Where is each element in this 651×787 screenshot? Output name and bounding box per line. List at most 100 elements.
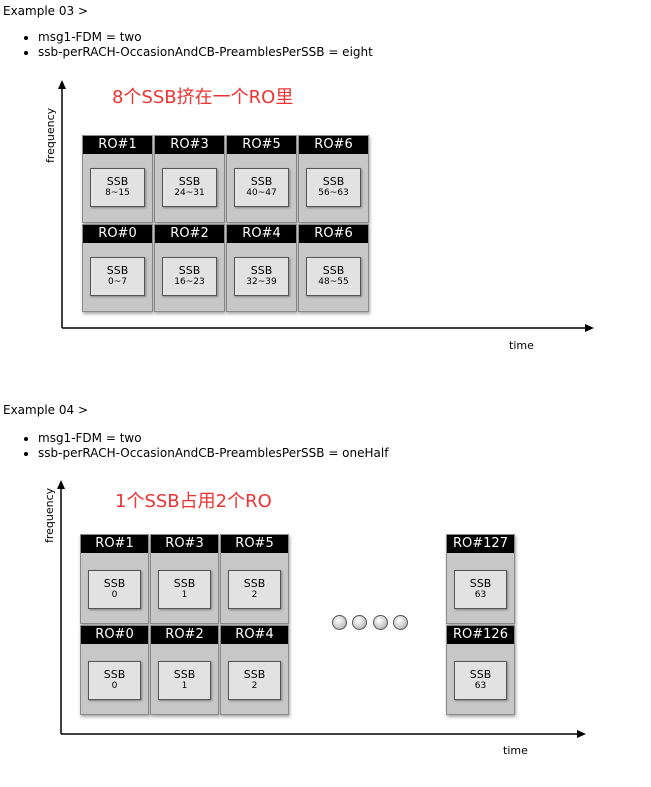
ssb-box: SSB 40~47 (234, 168, 289, 207)
ssb-box: SSB 2 (228, 570, 281, 609)
ro-block: RO#6 SSB 48~55 (298, 224, 369, 312)
ssb-label: SSB (178, 264, 201, 277)
ro-label: RO#5 (227, 136, 296, 154)
ssb-range: 1 (181, 590, 188, 600)
example-04-params: msg1-FDM = two ssb-perRACH-OccasionAndCB… (20, 431, 388, 461)
ro-label: RO#0 (83, 225, 152, 243)
ro-block: RO#2 SSB 1 (150, 625, 219, 715)
x-axis-arrow (585, 324, 594, 332)
ro-block: RO#4 SSB 2 (220, 625, 289, 715)
ssb-label: SSB (469, 668, 492, 681)
ssb-box: SSB 16~23 (162, 257, 217, 296)
ssb-box: SSB 1 (158, 661, 211, 700)
ro-block: RO#0 SSB 0 (80, 625, 149, 715)
ssb-box: SSB 1 (158, 570, 211, 609)
ssb-range: 40~47 (246, 188, 277, 198)
ellipsis-dot (352, 615, 367, 630)
ssb-label: SSB (322, 264, 345, 277)
ssb-label: SSB (103, 577, 126, 590)
ro-label: RO#1 (81, 535, 148, 553)
ssb-label: SSB (103, 668, 126, 681)
ssb-box: SSB 8~15 (90, 168, 145, 207)
ssb-box: SSB 56~63 (306, 168, 361, 207)
ssb-box: SSB 0~7 (90, 257, 145, 296)
ro-block: RO#5 SSB 2 (220, 534, 289, 624)
ssb-box: SSB 2 (228, 661, 281, 700)
ssb-label: SSB (178, 175, 201, 188)
ellipsis-dot (393, 615, 408, 630)
ssb-box: SSB 63 (454, 661, 507, 700)
ro-block: RO#5 SSB 40~47 (226, 135, 297, 223)
param-ssb-per-rach: ssb-perRACH-OccasionAndCB-PreamblesPerSS… (38, 45, 373, 60)
example-04-axes (57, 480, 586, 738)
ro-label: RO#4 (221, 626, 288, 644)
ssb-label: SSB (322, 175, 345, 188)
ssb-label: SSB (243, 668, 266, 681)
ellipsis-dot (332, 615, 347, 630)
ro-label: RO#5 (221, 535, 288, 553)
example-04-note: 1个SSB占用2个RO (115, 491, 272, 512)
ro-block: RO#6 SSB 56~63 (298, 135, 369, 223)
ro-block: RO#0 SSB 0~7 (82, 224, 153, 312)
ro-label: RO#2 (155, 225, 224, 243)
ro-block: RO#1 SSB 0 (80, 534, 149, 624)
example-03-note: 8个SSB挤在一个RO里 (112, 87, 294, 108)
ro-block: RO#127 SSB 63 (446, 534, 515, 624)
ro-label: RO#126 (447, 626, 514, 644)
param-msg1-fdm: msg1-FDM = two (38, 30, 373, 45)
example-03-diagram: 8个SSB挤在一个RO里 frequency time RO#1 SSB 8~1… (0, 75, 651, 365)
ro-label: RO#4 (227, 225, 296, 243)
ssb-box: SSB 48~55 (306, 257, 361, 296)
ssb-range: 48~55 (318, 277, 349, 287)
ssb-box: SSB 24~31 (162, 168, 217, 207)
example-03-title: Example 03 > (3, 4, 89, 18)
ssb-label: SSB (243, 577, 266, 590)
ro-label: RO#0 (81, 626, 148, 644)
ro-block: RO#126 SSB 63 (446, 625, 515, 715)
ssb-label: SSB (106, 175, 129, 188)
ssb-box: SSB 0 (88, 661, 141, 700)
ro-label: RO#127 (447, 535, 514, 553)
example-04-diagram: 1个SSB占用2个RO frequency time RO#1 SSB 0 RO… (0, 475, 651, 780)
ssb-range: 2 (251, 681, 258, 691)
ssb-range: 32~39 (246, 277, 277, 287)
example-04-title: Example 04 > (3, 403, 89, 417)
ssb-label: SSB (173, 577, 196, 590)
ro-block: RO#1 SSB 8~15 (82, 135, 153, 223)
ssb-range: 8~15 (105, 188, 130, 198)
ssb-box: SSB 32~39 (234, 257, 289, 296)
ro-block: RO#3 SSB 24~31 (154, 135, 225, 223)
ro-block: RO#4 SSB 32~39 (226, 224, 297, 312)
x-axis-label: time (503, 744, 528, 757)
ro-label: RO#6 (299, 136, 368, 154)
ssb-label: SSB (469, 577, 492, 590)
y-axis-arrow (58, 80, 66, 89)
ssb-range: 63 (474, 681, 487, 691)
example-03-axes (58, 80, 594, 332)
ssb-label: SSB (106, 264, 129, 277)
ssb-range: 0~7 (108, 277, 127, 287)
ssb-range: 63 (474, 590, 487, 600)
ssb-label: SSB (250, 264, 273, 277)
ssb-range: 24~31 (174, 188, 205, 198)
ro-block: RO#3 SSB 1 (150, 534, 219, 624)
ro-label: RO#1 (83, 136, 152, 154)
ssb-range: 16~23 (174, 277, 205, 287)
ro-label: RO#3 (155, 136, 224, 154)
param-msg1-fdm: msg1-FDM = two (38, 431, 388, 446)
x-axis-arrow (577, 730, 586, 738)
ssb-label: SSB (250, 175, 273, 188)
y-axis-label: frequency (43, 487, 56, 543)
ssb-range: 0 (111, 681, 118, 691)
ellipsis-dot (373, 615, 388, 630)
ssb-range: 0 (111, 590, 118, 600)
ssb-range: 1 (181, 681, 188, 691)
ro-label: RO#2 (151, 626, 218, 644)
y-axis-label: frequency (44, 107, 57, 163)
ro-label: RO#3 (151, 535, 218, 553)
y-axis-arrow (57, 480, 65, 489)
ssb-box: SSB 0 (88, 570, 141, 609)
ro-label: RO#6 (299, 225, 368, 243)
ssb-range: 56~63 (318, 188, 349, 198)
param-ssb-per-rach: ssb-perRACH-OccasionAndCB-PreamblesPerSS… (38, 446, 388, 461)
